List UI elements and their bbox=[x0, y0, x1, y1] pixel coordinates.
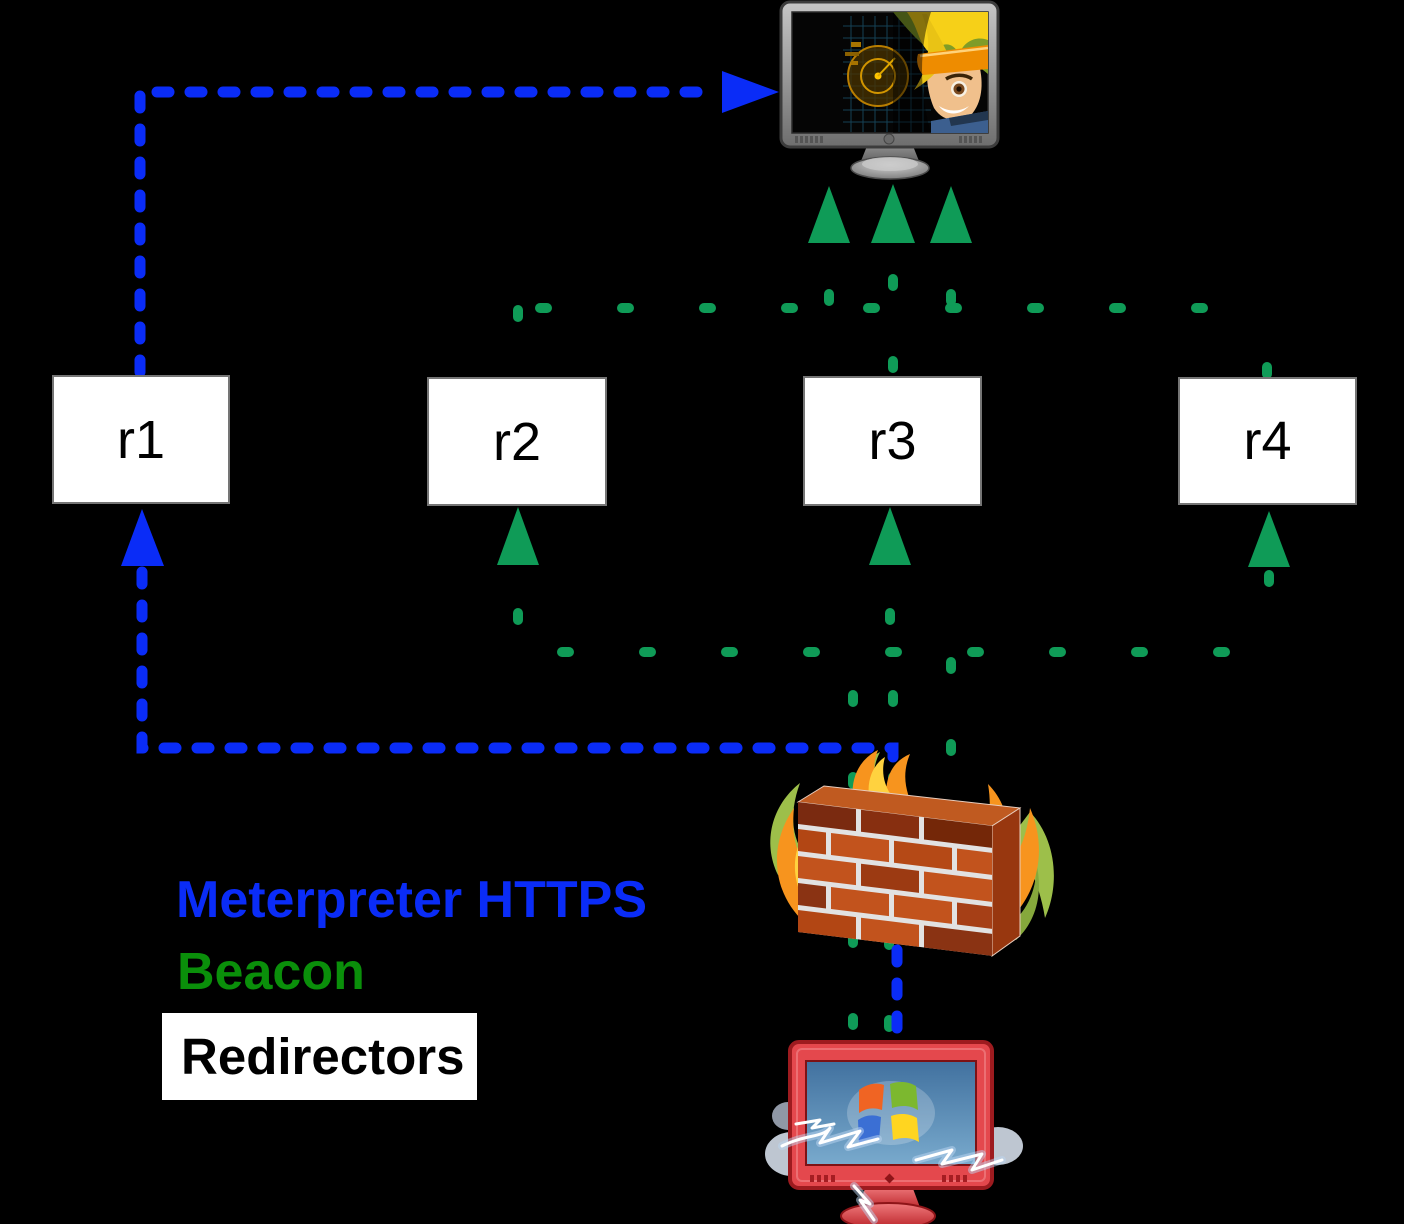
beacon-arrowheads bbox=[497, 184, 1290, 567]
redirector-node-r4: r4 bbox=[1178, 377, 1357, 505]
beacon-arrow-to-attacker-right-icon bbox=[930, 186, 972, 243]
legend-redirectors-label: Redirectors bbox=[181, 1028, 465, 1085]
legend-beacon: Beacon bbox=[177, 943, 365, 1001]
hacker-screen-art bbox=[843, 12, 988, 133]
redirector-label-r3: r3 bbox=[868, 411, 917, 471]
lightning-bolts bbox=[778, 1118, 1006, 1224]
firewall-icon bbox=[770, 750, 1054, 957]
bezel-ticks bbox=[810, 1175, 967, 1182]
redirector-node-r1: r1 bbox=[52, 375, 230, 504]
redirector-node-r3: r3 bbox=[803, 376, 982, 506]
windows-logo bbox=[847, 1081, 935, 1145]
redirector-label-r2: r2 bbox=[492, 411, 541, 472]
beacon-arrow-to-attacker-left-icon bbox=[808, 186, 850, 243]
meterpreter-r1-to-firewall bbox=[136, 566, 899, 782]
redirector-label-r4: r4 bbox=[1243, 411, 1292, 471]
beacon-arrow-into-r3-icon bbox=[869, 507, 911, 565]
windows-computer-icon bbox=[765, 1040, 1023, 1224]
beacon-arrow-into-r4-icon bbox=[1248, 511, 1290, 567]
beacon-arrow-to-attacker-mid-icon bbox=[871, 184, 915, 243]
monitor-stand bbox=[840, 1202, 936, 1224]
bezel-logo bbox=[884, 1173, 895, 1184]
meterpreter-path-lines bbox=[134, 86, 903, 1042]
legend-redirectors-box: Redirectors bbox=[162, 1013, 477, 1100]
monitor-logo bbox=[883, 133, 895, 145]
meterpreter-arrowheads bbox=[121, 71, 779, 566]
legend-meterpreter-https: Meterpreter HTTPS bbox=[176, 871, 647, 929]
redirector-node-r2: r2 bbox=[427, 377, 607, 506]
hacker-computer-icon bbox=[779, 0, 1000, 180]
firewall-brick-wall bbox=[796, 785, 1022, 957]
beacon-arrow-into-r2-icon bbox=[497, 507, 539, 565]
meterpreter-arrow-to-attacker-icon bbox=[722, 71, 779, 113]
meterpreter-r1-to-attacker bbox=[134, 86, 718, 378]
meterpreter-arrow-into-r1-icon bbox=[121, 509, 164, 566]
beacon-path-lines bbox=[513, 242, 1277, 1049]
speaker-grill bbox=[795, 136, 982, 143]
redirector-label-r1: r1 bbox=[116, 409, 165, 470]
